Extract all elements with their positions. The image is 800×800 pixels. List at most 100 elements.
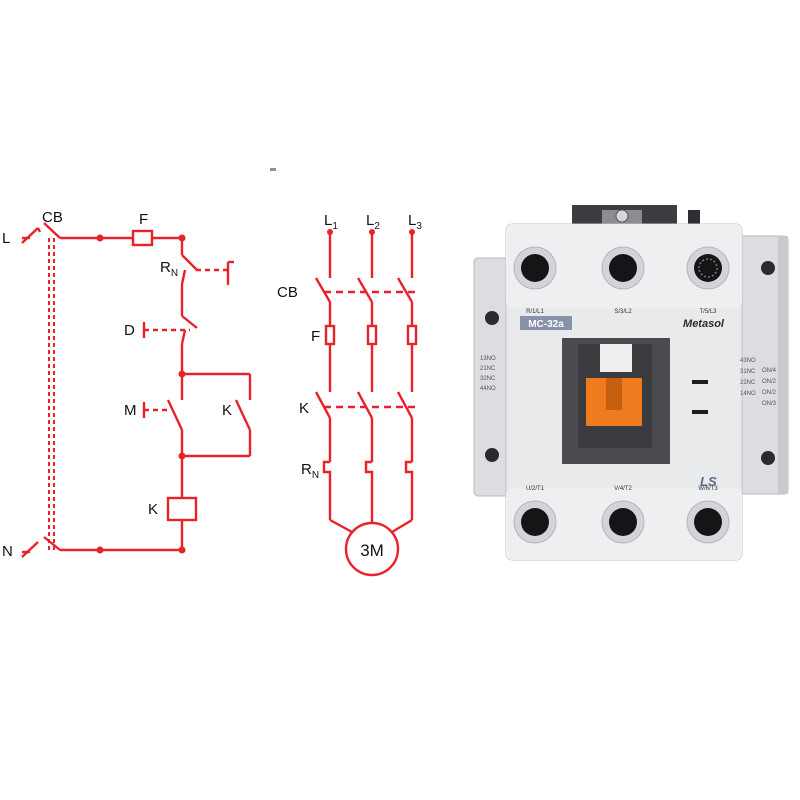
phase-2-fuse [366,324,378,346]
indicator-bar [692,380,708,384]
neutral-switch [21,541,39,558]
line-switch-tip [36,227,42,233]
motor-wire-left [329,518,353,534]
phase-3-terminal [409,229,415,235]
bottom-terminal-label: U/2/T1 [526,486,545,492]
left-aux-label: 32NC [480,376,496,382]
phase-3-cb-contact [396,277,414,303]
phase-label-3: L3 [408,212,422,232]
top-terminal-label: T/5/L3 [699,309,717,315]
power-relay-label: RN [301,461,319,481]
phase-2-terminal [369,229,375,235]
right-aux-screw-icon [761,451,775,465]
cb-contact-bottom [43,536,61,551]
power-breaker-label: CB [277,284,298,301]
control-labels: L N CB F RN D M K K [2,209,232,560]
motor-symbol [344,521,400,577]
start-label: M [124,402,137,419]
line-label: L [2,230,10,247]
left-aux-label: 21NC [480,366,496,372]
fuse-symbol [131,229,154,247]
right-aux-edge [778,236,788,494]
right-aux-label: 43NO [740,358,756,364]
junction-dot [178,234,186,242]
coil-symbol [166,496,198,522]
phase-2-relay-element [364,460,374,505]
bottom-terminal-screw-icon [521,508,549,536]
breaker-label: CB [42,209,63,226]
holding-label: K [222,402,232,419]
indicator-bar [692,410,708,414]
junction-dot [178,546,186,554]
right-aux-alt-label: ON/3 [762,401,777,407]
model-plate [520,316,572,330]
stop-contact [181,315,198,329]
top-terminal-label: R/1/L1 [526,309,544,315]
left-aux-screw-icon [485,448,499,462]
ls-logo: LS [700,474,717,489]
motor-wire-right [391,518,413,534]
start-contact [166,399,184,431]
phase-1-terminal [327,229,333,235]
phase-1-cb-contact [314,277,332,303]
model-text: MC-32a [528,319,564,330]
phase-label-2: L2 [366,212,380,232]
power-contactor-label: K [299,400,309,417]
phase-3-relay-element [404,460,414,505]
right-aux-label: 14NO [740,391,756,397]
stray-mark [270,168,276,171]
right-aux-label: 22NC [740,380,756,386]
bottom-terminal-label: W/6/T3 [698,486,718,492]
phase-1-k-contact [314,391,332,419]
relay-label: RN [160,259,178,279]
bottom-terminal-screw-icon [694,508,722,536]
window-white-tab [600,344,632,372]
phase-3-fuse [406,324,418,346]
junction-dot [178,370,186,378]
stop-contact-low [180,329,187,345]
neutral-label: N [2,543,13,560]
right-aux-alt-label: ON/2 [762,390,777,396]
phase-1-relay-element [322,460,332,505]
left-aux-label: 44NO [480,386,496,392]
terminal-detail-icon [698,258,718,278]
top-terminal-screw-icon [609,254,637,282]
control-circuit [21,222,252,558]
right-aux-label: 31NC [740,369,756,375]
brand-text: Metasol [683,318,725,330]
adjust-screw-icon [615,209,629,223]
relay-contact-low [180,269,187,285]
left-aux-screw-icon [485,311,499,325]
holding-contact [234,399,252,431]
stop-label: D [124,322,135,339]
coil-label: K [148,501,158,518]
right-aux-alt-label: ON/2 [762,379,777,385]
right-aux-screw-icon [761,261,775,275]
cb-contact-top [43,222,61,239]
phase-label-1: L1 [324,212,338,232]
phase-2-k-contact [356,391,374,419]
top-terminal-screw-icon [521,254,549,282]
bottom-terminal-label: V/4/T2 [614,486,632,492]
left-aux-label: 13NO [480,356,496,362]
power-circuit [314,229,420,577]
relay-contact [181,254,198,271]
control-junctions [96,234,186,554]
contactor-device: R/1/L1U/2/T1 S/3/L2V/4/T2 T/5/L3W/6/T3 MC-… [473,205,789,561]
top-terminal-label: S/3/L2 [614,309,632,315]
phase-3-k-contact [396,391,414,419]
motor-label: 3M [360,541,384,560]
power-labels: L1 L2 L3 CB F K RN 3M [277,212,422,560]
power-fuse-label: F [311,328,320,345]
orange-actuator-slot [606,378,622,410]
phase-2-cb-contact [356,277,374,303]
right-aux-alt-label: ON/4 [762,368,777,374]
phase-1-fuse [324,324,336,346]
bottom-terminal-screw-icon [609,508,637,536]
fuse-label: F [139,211,148,228]
junction-dot [178,452,186,460]
line-switch [21,227,39,244]
junction-dot [96,546,104,554]
junction-dot [96,234,104,242]
